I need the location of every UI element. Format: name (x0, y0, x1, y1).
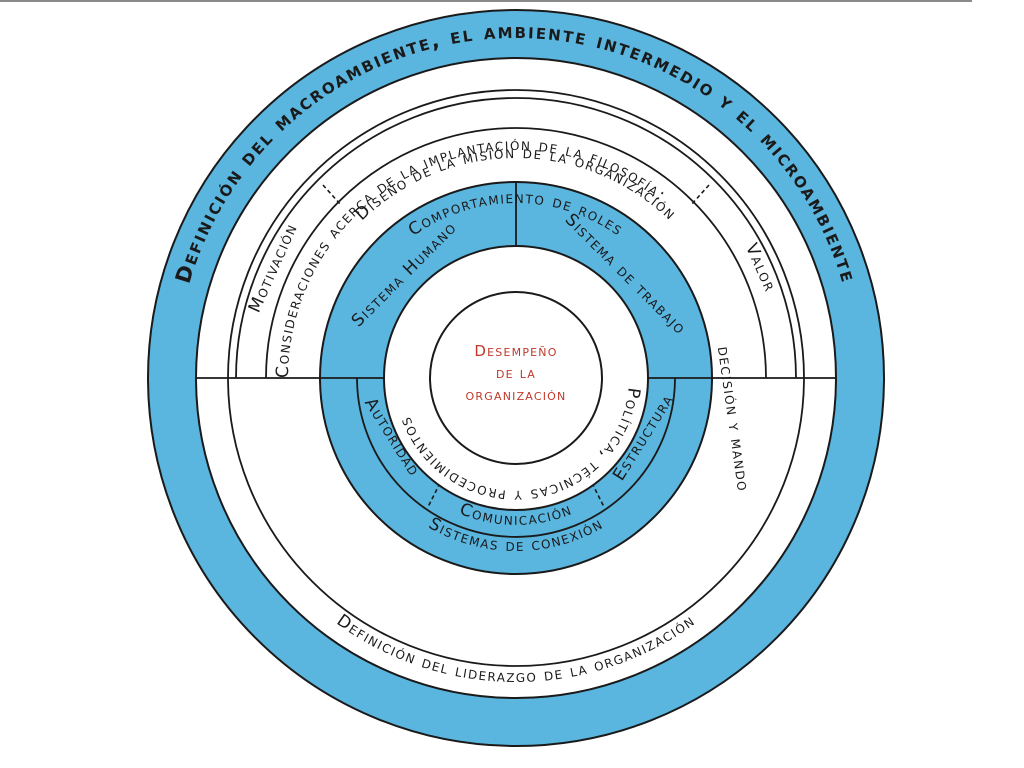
center-line-1: Desempeño (474, 342, 557, 360)
motivation-divider (322, 184, 342, 206)
authority-divider (427, 482, 441, 508)
structure-divider (591, 482, 605, 508)
connection-arc (356, 377, 676, 538)
center-line-3: organización (466, 386, 567, 404)
roles-arc (265, 127, 767, 379)
top-rule (0, 0, 972, 2)
value-divider (690, 184, 710, 206)
core-circle (429, 291, 603, 465)
center-line-2: de la (496, 364, 536, 382)
mission-arc (235, 97, 797, 379)
